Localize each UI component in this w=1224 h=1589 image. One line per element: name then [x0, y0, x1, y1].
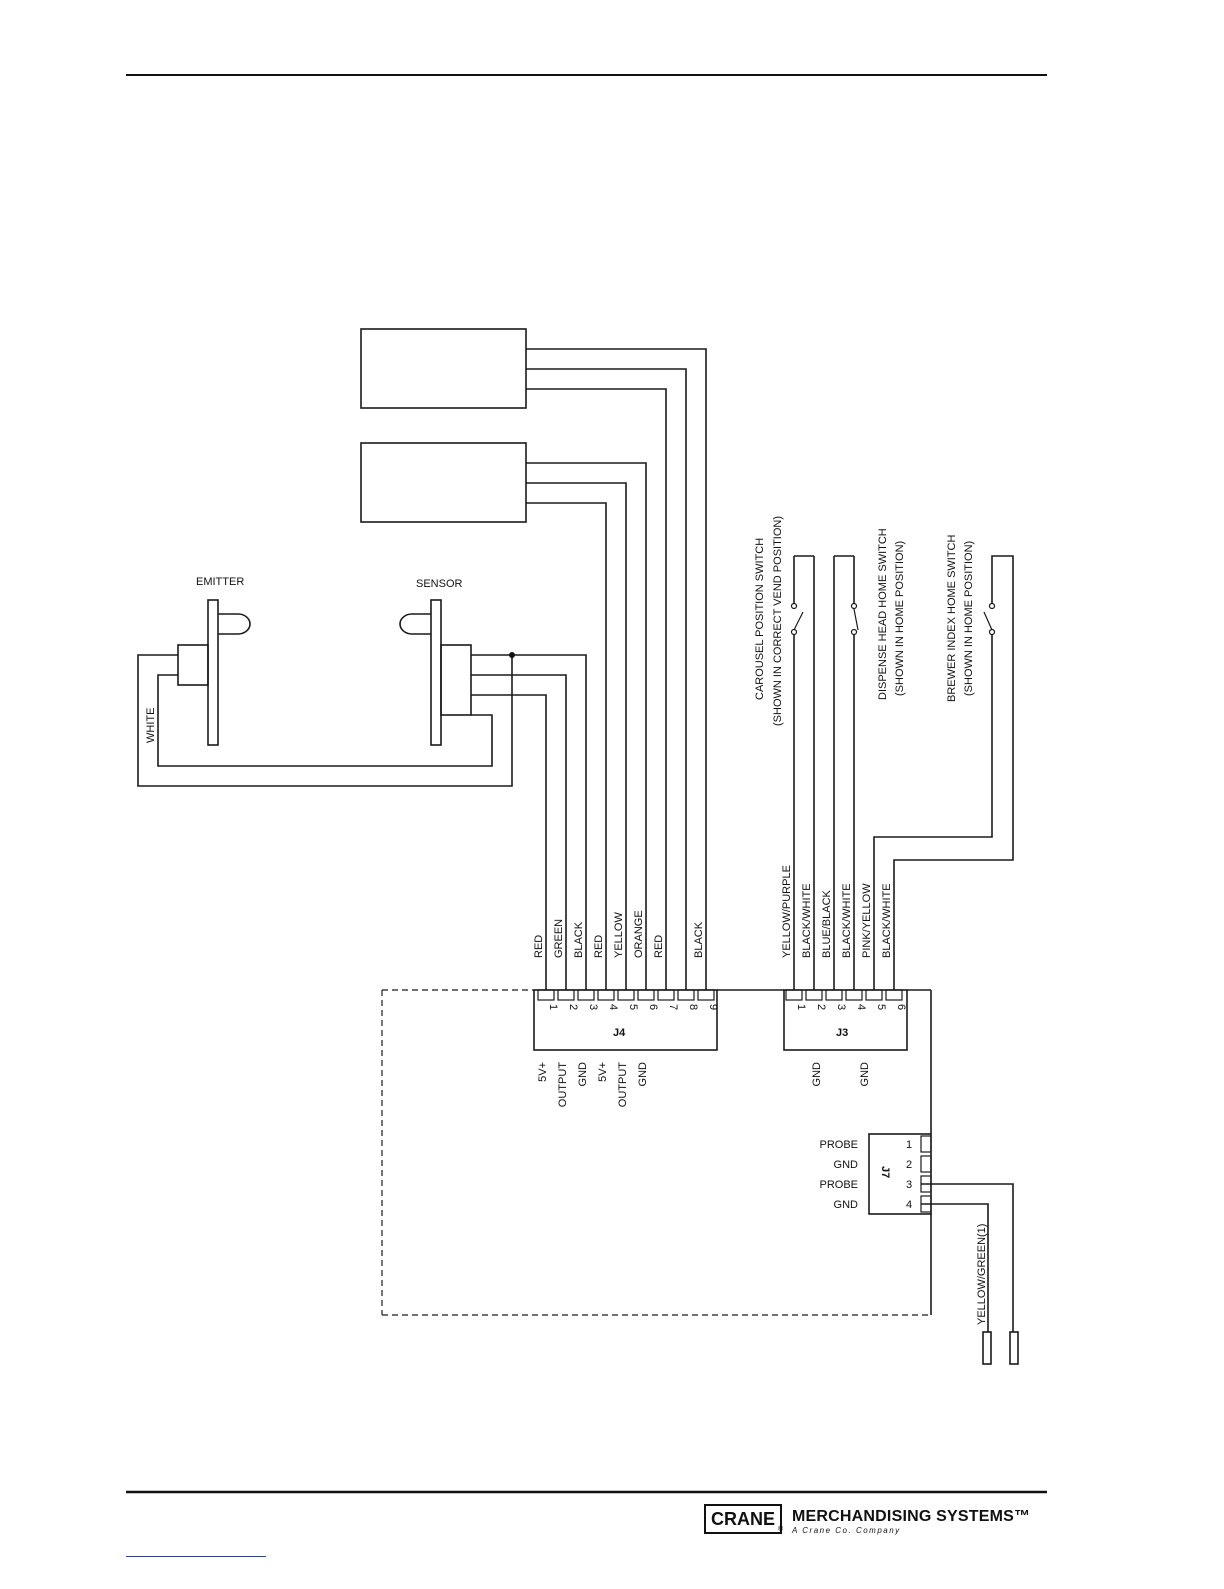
j3-pin-socket — [805, 989, 823, 1001]
j4-pin-socket — [537, 989, 555, 1001]
j3-pin-socket — [825, 989, 843, 1001]
j7-pin-number: 4 — [906, 1199, 912, 1211]
probe-wire-label: YELLOW/GREEN(1) — [976, 1224, 988, 1325]
company-name: MERCHANDISING SYSTEMS™ — [792, 1508, 1031, 1525]
j3-pin-number: 1 — [795, 1004, 807, 1010]
control-board — [381, 989, 932, 1316]
j7-signal-label: PROBE — [819, 1179, 858, 1191]
j4-pin-socket — [657, 989, 675, 1001]
j4-pin-socket — [677, 989, 695, 1001]
brewer-switch-note: (SHOWN IN HOME POSITION) — [963, 541, 975, 696]
j3-wire-color-label: PINK/YELLOW — [861, 883, 873, 958]
dispense-switch-note: (SHOWN IN HOME POSITION) — [894, 541, 906, 696]
j4-pin-socket — [557, 989, 575, 1001]
j4-pin-number: 1 — [547, 1004, 559, 1010]
device-box-lower — [360, 442, 527, 523]
j4-pin-number: 4 — [607, 1004, 619, 1010]
carousel-switch-label: CAROUSEL POSITION SWITCH — [754, 538, 766, 700]
j3-pin-number: 6 — [895, 1004, 907, 1010]
optic-wires: WHITE — [137, 652, 587, 990]
j4-wire-color-label: RED — [653, 935, 665, 958]
company-tagline: A Crane Co. Company — [792, 1526, 901, 1535]
j3-pin-number: 2 — [815, 1004, 827, 1010]
j4-pin-number: 5 — [627, 1004, 639, 1010]
j7-signal-label: GND — [834, 1199, 859, 1211]
j4-pin-socket — [637, 989, 655, 1001]
j3-pin-number: 5 — [875, 1004, 887, 1010]
j3-pin-socket — [865, 989, 883, 1001]
j4-label: J4 — [613, 1027, 626, 1039]
j3-wire-color-label: BLUE/BLACK — [821, 889, 833, 958]
j4-pin-number: 9 — [707, 1004, 719, 1010]
j3-wire-color-label: BLACK/WHITE — [801, 883, 813, 958]
j3-pin-socket — [845, 989, 863, 1001]
device-box-upper — [360, 328, 527, 409]
connector-j4: 1 2 3 4 5 6 7 8 9 J4 — [533, 989, 719, 1051]
sensor: SENSOR — [399, 578, 472, 746]
j4-wire-color-label: BLACK — [693, 921, 705, 958]
sensor-label: SENSOR — [416, 578, 463, 590]
j4-pin-socket — [597, 989, 615, 1001]
j4-wire-color-label: BLACK — [573, 921, 585, 958]
j4-wire-color-label: RED — [533, 935, 545, 958]
connector-j3: 1 2 3 4 5 6 J3 — [783, 989, 908, 1051]
white-wire-label: WHITE — [145, 708, 157, 743]
j4-pin-number: 3 — [587, 1004, 599, 1010]
j7-pin-number: 1 — [906, 1139, 912, 1151]
probe-wires: YELLOW/GREEN(1) — [921, 1183, 1019, 1365]
emitter-label: EMITTER — [196, 576, 244, 588]
j7-pin-number: 2 — [906, 1159, 912, 1171]
j4-signal-label: 5V+ — [537, 1062, 549, 1082]
j3-label: J3 — [836, 1027, 848, 1039]
j3-pin-socket — [885, 989, 903, 1001]
j4-signal-label: GND — [637, 1062, 649, 1087]
j3-signal-label: GND — [811, 1062, 823, 1087]
j7-pin-number: 3 — [906, 1179, 912, 1191]
j4-signal-label: OUTPUT — [557, 1062, 569, 1108]
j4-wire-color-label: YELLOW — [613, 912, 625, 958]
j4-signal-label: 5V+ — [597, 1062, 609, 1082]
j4-wire-color-label: ORANGE — [633, 910, 645, 958]
j4-wire-color-label: RED — [593, 935, 605, 958]
j4-pin-number: 8 — [687, 1004, 699, 1010]
j3-pin-number: 3 — [835, 1004, 847, 1010]
j3-pin-number: 4 — [855, 1004, 867, 1010]
carousel-position-switch — [790, 555, 815, 990]
j7-pin-socket — [920, 1135, 932, 1153]
j4-pin-number: 2 — [567, 1004, 579, 1010]
j3-wire-color-label: BLACK/WHITE — [881, 883, 893, 958]
emitter: EMITTER — [177, 576, 251, 746]
j7-signal-label: GND — [834, 1159, 859, 1171]
j4-signal-label: OUTPUT — [617, 1062, 629, 1108]
j3-wire-color-label: BLACK/WHITE — [841, 883, 853, 958]
j4-pin-socket — [697, 989, 715, 1001]
dispense-head-home-switch — [833, 555, 859, 990]
j3-signal-label: GND — [859, 1062, 871, 1087]
j4-pin-socket — [617, 989, 635, 1001]
j3-pin-socket — [785, 989, 803, 1001]
j3-wire-color-label: YELLOW/PURPLE — [781, 865, 793, 958]
crane-registered-mark: ® — [778, 1526, 784, 1533]
j4-wire-color-label: GREEN — [553, 919, 565, 958]
j4-pin-socket — [577, 989, 595, 1001]
carousel-switch-note: (SHOWN IN CORRECT VEND POSITION) — [772, 516, 784, 726]
j4-signal-label: GND — [577, 1062, 589, 1087]
brewer-switch-label: BREWER INDEX HOME SWITCH — [946, 534, 958, 702]
crane-brand: CRANE — [704, 1504, 782, 1534]
j7-label: J7 — [879, 1166, 891, 1178]
footer-link-underline[interactable] — [126, 1556, 266, 1557]
lower-box-wires — [526, 462, 647, 990]
j7-pin-socket — [920, 1155, 932, 1173]
upper-box-wires — [526, 348, 707, 990]
j4-pin-number: 6 — [647, 1004, 659, 1010]
brewer-index-home-switch — [873, 555, 1014, 990]
dispense-switch-label: DISPENSE HEAD HOME SWITCH — [877, 528, 889, 700]
j7-signal-label: PROBE — [819, 1139, 858, 1151]
j4-pin-number: 7 — [667, 1004, 679, 1010]
